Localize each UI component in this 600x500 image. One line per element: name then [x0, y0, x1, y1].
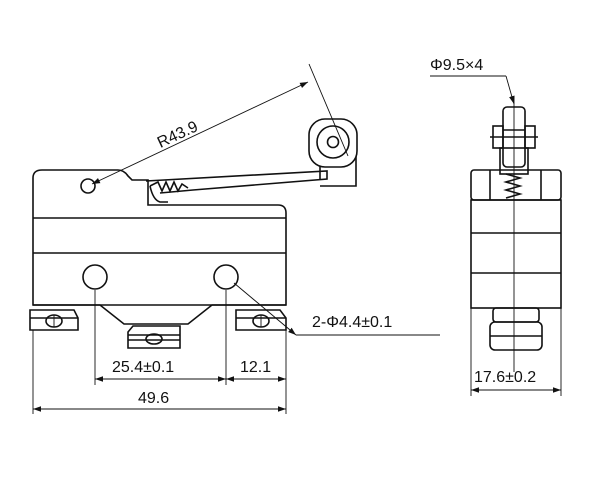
hole-leader-arrow [233, 282, 297, 336]
overall-length-label: 49.6 [138, 390, 169, 407]
terminal-left [29, 309, 79, 331]
terminal-right [235, 309, 287, 331]
roller-size-label: Φ9.5×4 [430, 57, 483, 74]
roller-hub [316, 125, 350, 159]
hole-pitch-label: 25.4±0.1 [112, 359, 174, 376]
roller-axle [326, 135, 340, 149]
body-bottom-profile [33, 304, 286, 325]
switch-body-outline [32, 169, 287, 306]
mounting-hole-left [82, 264, 108, 290]
side-spring [503, 173, 523, 199]
hole-edge-label: 12.1 [240, 359, 271, 376]
overall-width-label: 17.6±0.2 [474, 369, 536, 386]
mounting-hole-right [213, 264, 239, 290]
roller-callout-arrow [505, 75, 515, 105]
actuator-pin-hole [80, 178, 96, 194]
side-main-body [470, 199, 562, 309]
side-terminal-1 [492, 307, 540, 323]
side-lever-block [499, 147, 529, 175]
side-roller [490, 106, 538, 175]
mounting-hole-label: 2-Φ4.4±0.1 [312, 314, 392, 331]
lever-spring [149, 180, 189, 193]
front-view: R43.9 2-Φ4.4±0.1 25.4±0.1 12.1 49.6 [29, 63, 440, 414]
spring-foot [149, 185, 168, 203]
radius-dimension-line [91, 81, 309, 185]
roller-centerline [308, 63, 349, 157]
radius-label: R43.9 [155, 118, 201, 151]
terminal-middle [127, 325, 181, 349]
side-view: Φ9.5×4 17.6±0.2 [430, 57, 562, 396]
